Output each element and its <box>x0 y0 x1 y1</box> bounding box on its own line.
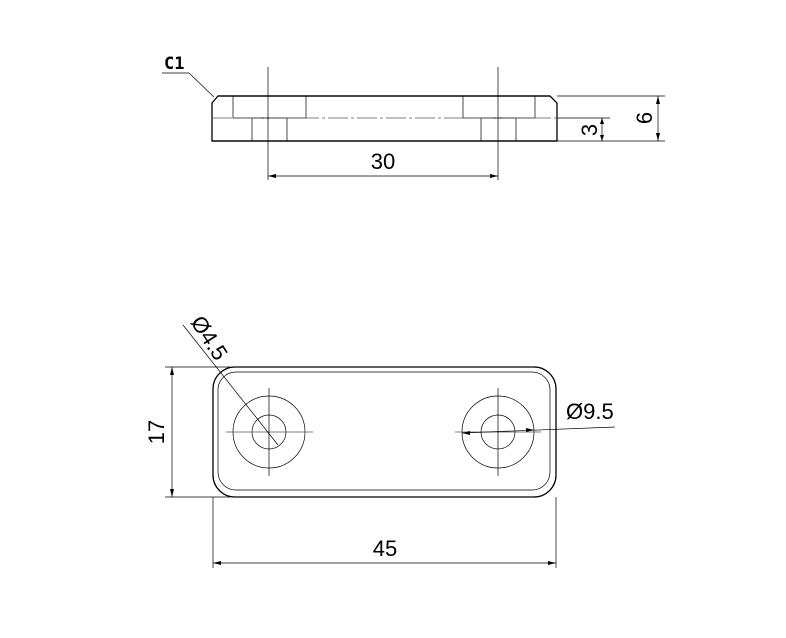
left-hole <box>226 388 313 476</box>
right-through-hole <box>480 117 517 142</box>
diameter-leader <box>182 324 279 446</box>
dimension-label: 30 <box>371 149 395 174</box>
dimension-arrows <box>600 118 604 141</box>
dimension-45: 45 <box>212 497 557 568</box>
top-view: 17 45 Ø4.5 Ø9.5 <box>144 311 616 568</box>
dimension-30: 30 <box>268 149 498 178</box>
dimension-label: 17 <box>144 420 169 444</box>
diameter-leader <box>461 426 616 434</box>
dimension-label: 3 <box>577 124 602 136</box>
chamfer-callout: C1 <box>162 54 215 98</box>
left-counterbore <box>232 95 307 119</box>
dimension-3: 3 <box>557 117 610 141</box>
left-through-hole <box>251 117 288 142</box>
chamfer-label: C1 <box>164 54 184 74</box>
plate-top-face <box>217 371 551 491</box>
dimension-diameter-9-5: Ø9.5 <box>461 399 616 435</box>
dimension-arrows <box>462 428 534 435</box>
dimension-diameter-4-5: Ø4.5 <box>182 311 279 446</box>
plate-outline <box>212 366 557 498</box>
section-view: 30 6 3 C1 <box>162 54 665 180</box>
dimension-label: 6 <box>632 112 657 124</box>
section-body <box>211 95 558 142</box>
dimension-17: 17 <box>144 366 230 498</box>
right-counterbore <box>462 95 536 119</box>
dimension-label: Ø9.5 <box>566 399 614 424</box>
chamfer-leader <box>188 72 215 98</box>
dimension-label: 45 <box>373 536 397 561</box>
dimension-6: 6 <box>557 95 665 142</box>
